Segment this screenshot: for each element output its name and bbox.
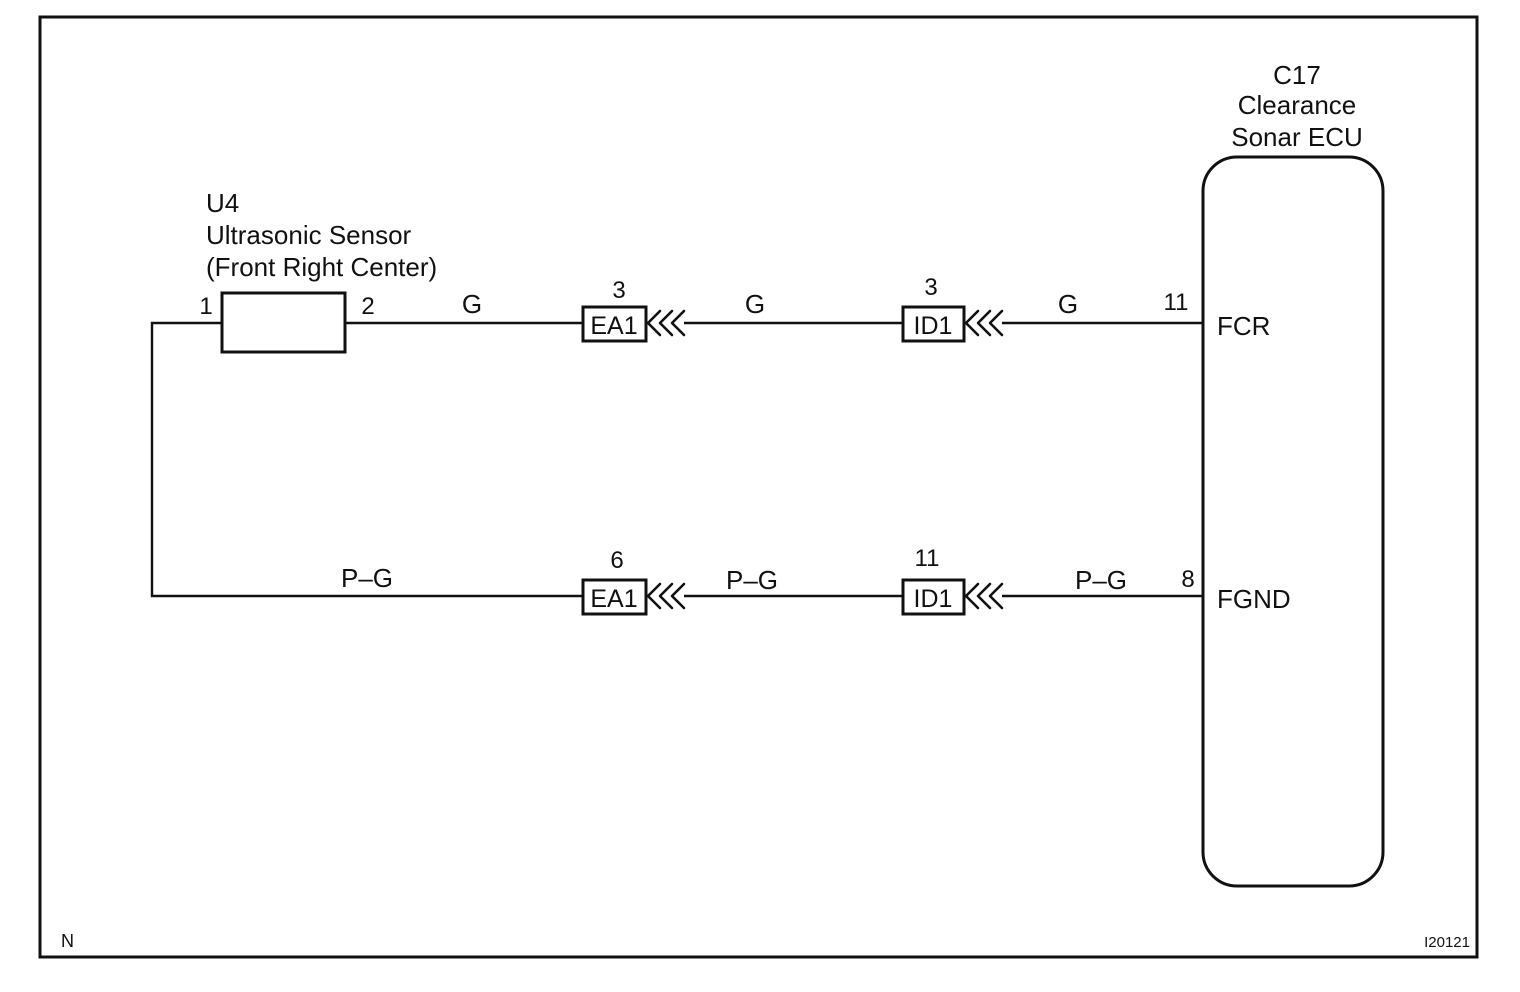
lower-wire-sensor-to-ea1 xyxy=(150,321,582,598)
lower-id1-chevron-icon xyxy=(964,582,1004,610)
upper-id1-chevron-icon xyxy=(964,309,1004,337)
upper-wire-color-1: G xyxy=(462,289,482,319)
lower-wire-color-2: P–G xyxy=(726,565,778,595)
upper-connector-ea1-pin: 3 xyxy=(612,277,625,304)
ecu-name-line2: Sonar ECU xyxy=(1231,122,1363,152)
ecu-body xyxy=(1201,155,1385,888)
sensor-position: (Front Right Center) xyxy=(206,252,437,282)
lower-connector-id1-label: ID1 xyxy=(914,585,953,613)
upper-wire-color-3: G xyxy=(1058,289,1078,319)
figure-code: I20121 xyxy=(1424,934,1470,951)
lower-connector-id1-pin: 11 xyxy=(915,545,940,572)
lower-wire-color-3: P–G xyxy=(1075,565,1127,595)
upper-connector-ea1-box xyxy=(581,305,648,343)
upper-ea1-chevron-icon xyxy=(646,309,686,337)
lower-connector-ea1-pin: 6 xyxy=(610,547,623,574)
lower-ea1-chevron-icon xyxy=(646,582,686,610)
upper-connector-id1-box xyxy=(901,305,966,343)
sensor-pin-right: 2 xyxy=(361,293,374,320)
upper-connector-id1-pin: 3 xyxy=(924,274,937,301)
corner-mark: N xyxy=(61,931,74,951)
lower-connector-ea1-label: EA1 xyxy=(590,585,637,613)
ecu-terminal-fcr: FCR xyxy=(1217,311,1270,341)
sensor-pin-left: 1 xyxy=(199,293,212,320)
sensor-code: U4 xyxy=(206,188,239,218)
lower-connector-id1-box xyxy=(901,578,966,616)
lower-wire-color-1: P–G xyxy=(341,563,393,593)
ecu-name-line1: Clearance xyxy=(1238,90,1357,120)
upper-wire-color-2: G xyxy=(745,289,765,319)
upper-connector-id1-label: ID1 xyxy=(914,312,953,340)
upper-connector-ea1-label: EA1 xyxy=(590,312,637,340)
ecu-code: C17 xyxy=(1273,60,1321,90)
lower-connector-ea1-box xyxy=(581,578,648,616)
sensor-body xyxy=(220,291,347,354)
sensor-name: Ultrasonic Sensor xyxy=(206,220,412,250)
ecu-terminal-fgnd: FGND xyxy=(1217,584,1291,614)
diagram-frame xyxy=(38,15,1479,959)
ecu-pin-fgnd: 8 xyxy=(1181,566,1194,593)
ecu-pin-fcr: 11 xyxy=(1164,289,1189,316)
